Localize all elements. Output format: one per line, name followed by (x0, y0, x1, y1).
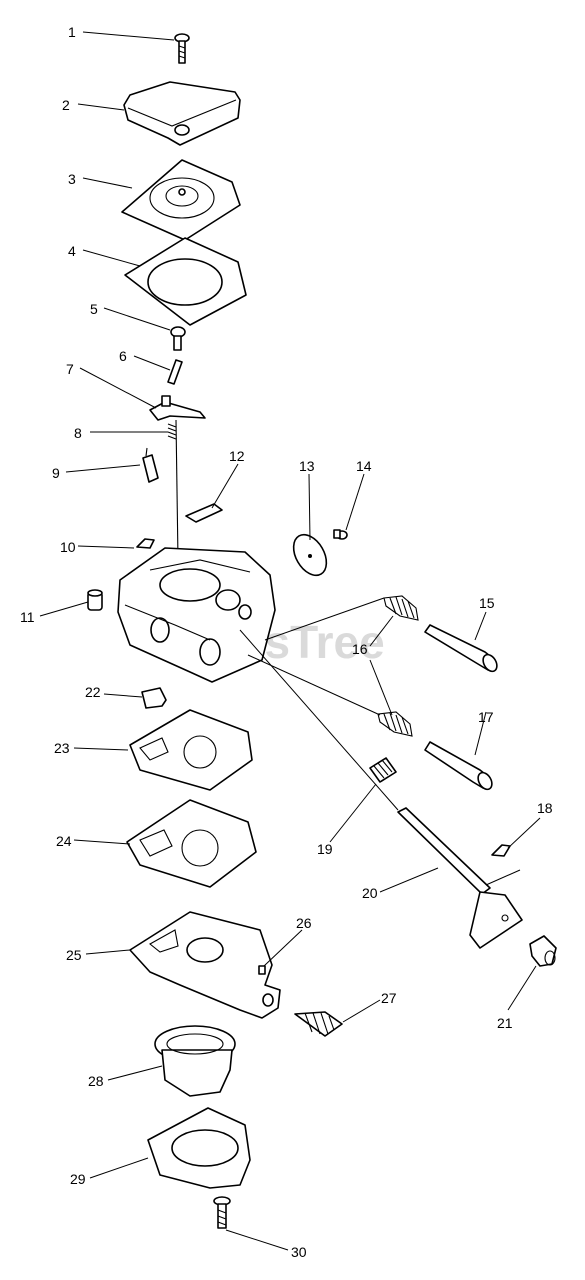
part-22-cap (141, 687, 167, 709)
carburetor-body (117, 547, 276, 683)
callout-1: 1 (68, 24, 76, 40)
callout-3: 3 (68, 171, 76, 187)
callout-21: 21 (497, 1015, 513, 1031)
callout-6: 6 (119, 348, 127, 364)
callout-12: 12 (229, 448, 245, 464)
part-21-knob (529, 935, 557, 967)
callout-15: 15 (479, 595, 495, 611)
part-26-pin (258, 965, 266, 975)
part-24-plate (126, 799, 257, 888)
callout-5: 5 (90, 301, 98, 317)
part-11-plug (87, 589, 103, 611)
callout-24: 24 (56, 833, 72, 849)
callout-18: 18 (537, 800, 553, 816)
callout-30: 30 (291, 1244, 307, 1260)
callout-7: 7 (66, 361, 74, 377)
callout-11: 11 (20, 609, 35, 625)
part-12-gasket (185, 503, 223, 523)
callout-26: 26 (296, 915, 312, 931)
part-27-screw (294, 1011, 343, 1037)
callout-23: 23 (54, 740, 70, 756)
callout-25: 25 (66, 947, 82, 963)
part-28-primer-bulb (154, 1025, 236, 1097)
callout-9: 9 (52, 465, 60, 481)
part-13-throttle-plate (292, 533, 328, 577)
part-9-inlet-needle (142, 447, 159, 483)
callout-10: 10 (60, 539, 76, 555)
part-18-clip (491, 844, 511, 857)
part-29-flange (147, 1107, 251, 1189)
callout-4: 4 (68, 243, 76, 259)
callout-13: 13 (299, 458, 315, 474)
part-25-pump-body (129, 911, 281, 1019)
leader-lines (39, 31, 541, 1251)
callout-29: 29 (70, 1171, 86, 1187)
part-8-spring (167, 419, 179, 561)
part-30-screw (213, 1196, 231, 1229)
part-1-screw (174, 33, 190, 64)
part-2-cover (123, 81, 241, 146)
part-10-clip (136, 538, 155, 549)
callout-28: 28 (88, 1073, 104, 1089)
part-7-metering-lever (149, 395, 206, 421)
callout-19: 19 (317, 841, 333, 857)
part-14-screw (333, 529, 348, 540)
part-3-diaphragm (121, 159, 241, 241)
callout-27: 27 (381, 990, 397, 1006)
part-23-gasket (129, 709, 253, 791)
callout-17: 17 (478, 709, 494, 725)
callout-numbers: 1 2 3 4 5 6 7 8 9 10 11 12 13 14 15 16 1… (20, 24, 553, 1260)
part-5-screw (170, 326, 186, 351)
part-4-gasket (124, 237, 247, 326)
part-17-adjusting-screw (377, 711, 493, 791)
callout-20: 20 (362, 885, 378, 901)
callout-14: 14 (356, 458, 372, 474)
part-20-throttle-shaft (397, 807, 523, 949)
part-15-adjusting-screw (383, 595, 498, 673)
callout-16-a: 16 (352, 641, 368, 657)
callout-22: 22 (85, 684, 101, 700)
part-19-spring (369, 757, 397, 783)
callout-2: 2 (62, 97, 70, 113)
part-6-pin (167, 359, 183, 385)
callout-8: 8 (74, 425, 82, 441)
